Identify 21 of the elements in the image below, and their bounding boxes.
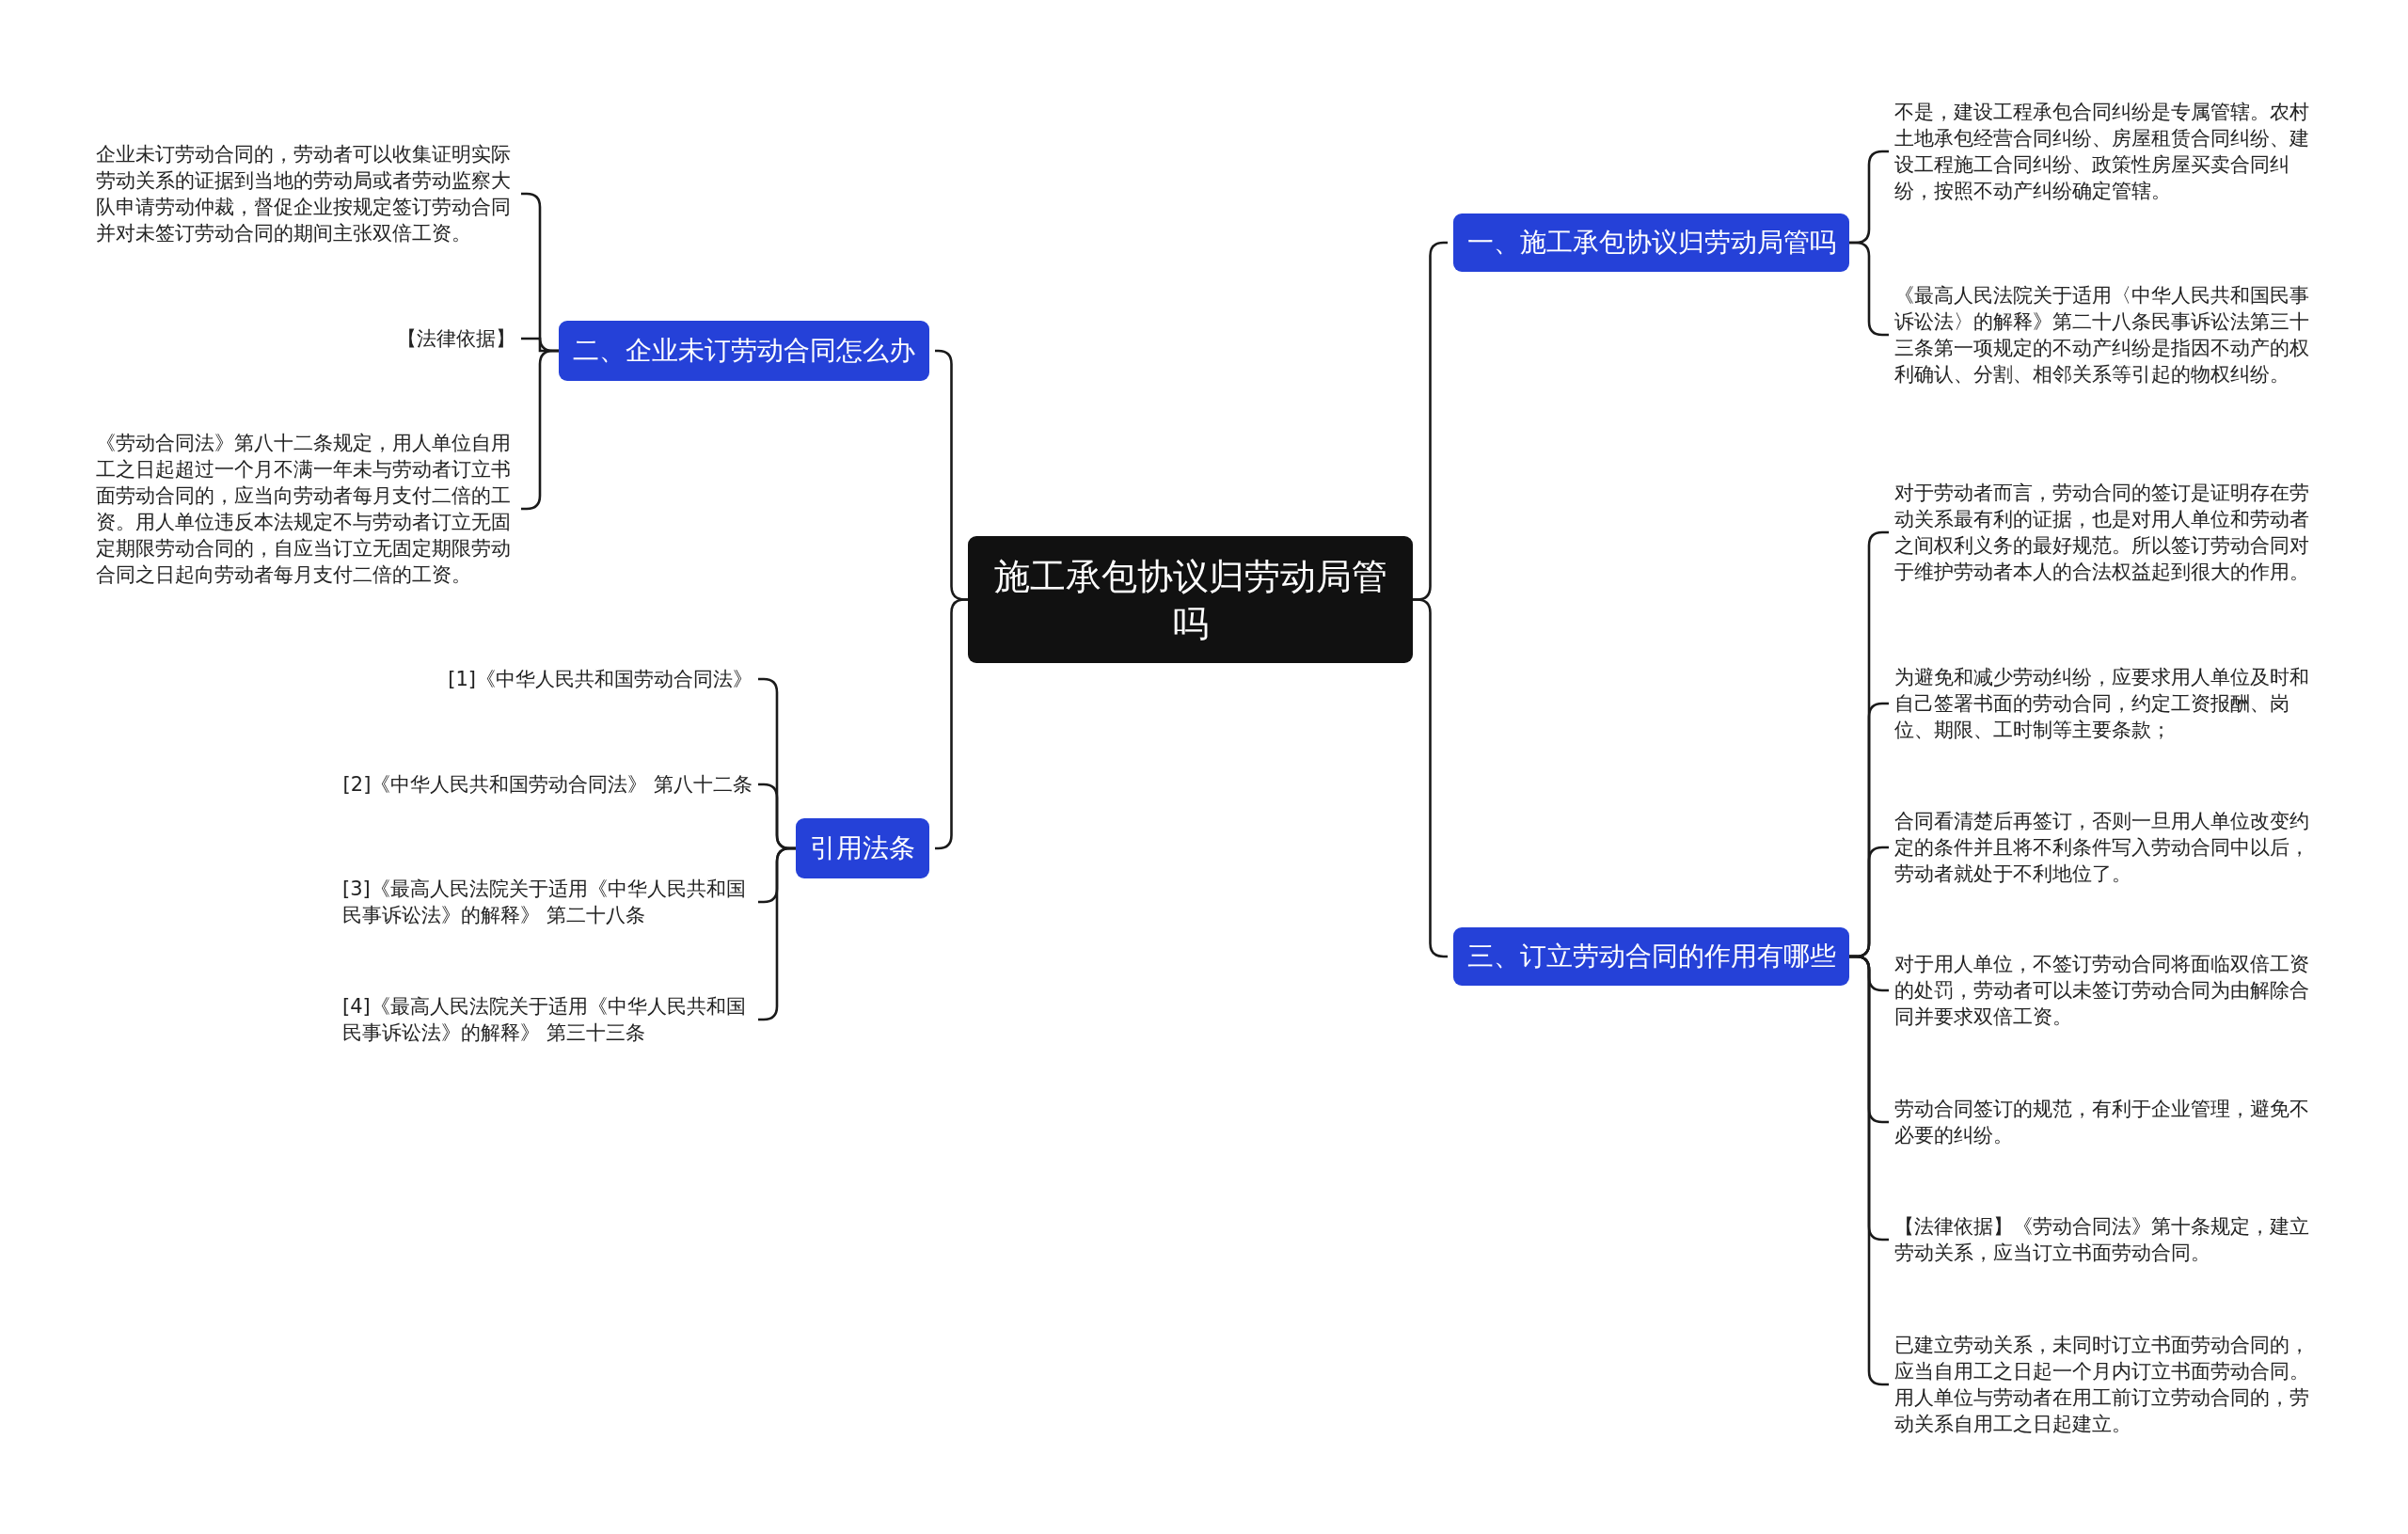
note-text: [1]《中华人民共和国劳动合同法》 <box>448 666 752 692</box>
topic-box: 引用法条 <box>796 818 929 878</box>
topic-box: 三、订立劳动合同的作用有哪些 <box>1453 927 1849 986</box>
note-text: 对于用人单位，不签订劳动合同将面临双倍工资的处罚，劳动者可以未签订劳动合同为由解除合同并要求双倍工资。 <box>1894 951 2314 1030</box>
topic-box: 一、施工承包协议归劳动局管吗 <box>1453 213 1849 272</box>
note-text: [4]《最高人民法院关于适用《中华人民共和国民事诉讼法》的解释》 第三十三条 <box>342 993 752 1046</box>
note-text: 《最高人民法院关于适用〈中华人民共和国民事诉讼法〉的解释》第二十八条民事诉讼法第三十三条第一项规定的不动产纠纷是指因不动产的权利确认、分割、相邻关系等引起的物权纠纷。 <box>1894 282 2314 387</box>
note-text: 不是，建设工程承包合同纠纷是专属管辖。农村土地承包经营合同纠纷、房屋租赁合同纠纷、建设工程施工合同纠纷、政策性房屋买卖合同纠纷，按照不动产纠纷确定管辖。 <box>1894 99 2314 204</box>
note-text: 企业未订劳动合同的，劳动者可以收集证明实际劳动关系的证据到当地的劳动局或者劳动监察大队申请劳动仲裁，督促企业按规定签订劳动合同并对未签订劳动合同的期间主张双倍工资。 <box>96 141 515 246</box>
note-text: [3]《最高人民法院关于适用《中华人民共和国民事诉讼法》的解释》 第二十八条 <box>342 876 752 928</box>
note-text: 《劳动合同法》第八十二条规定，用人单位自用工之日起超过一个月不满一年未与劳动者订立书面劳动合同的，应当向劳动者每月支付二倍的工资。用人单位违反本法规定不与劳动者订立无固定期限劳动合同的，自应当订立无固定期限劳动合同之日起向劳动者每月支付二倍的工资。 <box>96 430 515 588</box>
note-text: 【法律依据】《劳动合同法》第十条规定，建立劳动关系，应当订立书面劳动合同。 <box>1894 1213 2314 1266</box>
topic-box: 二、企业未订劳动合同怎么办 <box>559 321 929 381</box>
note-text: 对于劳动者而言，劳动合同的签订是证明存在劳动关系最有利的证据，也是对用人单位和劳动者之间权利义务的最好规范。所以签订劳动合同对于维护劳动者本人的合法权益起到很大的作用。 <box>1894 480 2314 585</box>
note-text: 合同看清楚后再签订，否则一旦用人单位改变约定的条件并且将不利条件写入劳动合同中以后，劳动者就处于不利地位了。 <box>1894 808 2314 887</box>
note-text: 为避免和减少劳动纠纷，应要求用人单位及时和自己签署书面的劳动合同，约定工资报酬、岗位、期限、工时制等主要条款； <box>1894 664 2314 743</box>
note-text: [2]《中华人民共和国劳动合同法》 第八十二条 <box>342 771 752 798</box>
note-text: 劳动合同签订的规范，有利于企业管理，避免不必要的纠纷。 <box>1894 1096 2314 1148</box>
note-text: 已建立劳动关系，未同时订立书面劳动合同的，应当自用工之日起一个月内订立书面劳动合同。用人单位与劳动者在用工前订立劳动合同的，劳动关系自用工之日起建立。 <box>1894 1332 2314 1437</box>
note-text: 【法律依据】 <box>397 325 515 352</box>
central-topic-box: 施工承包协议归劳动局管吗 <box>968 536 1413 663</box>
